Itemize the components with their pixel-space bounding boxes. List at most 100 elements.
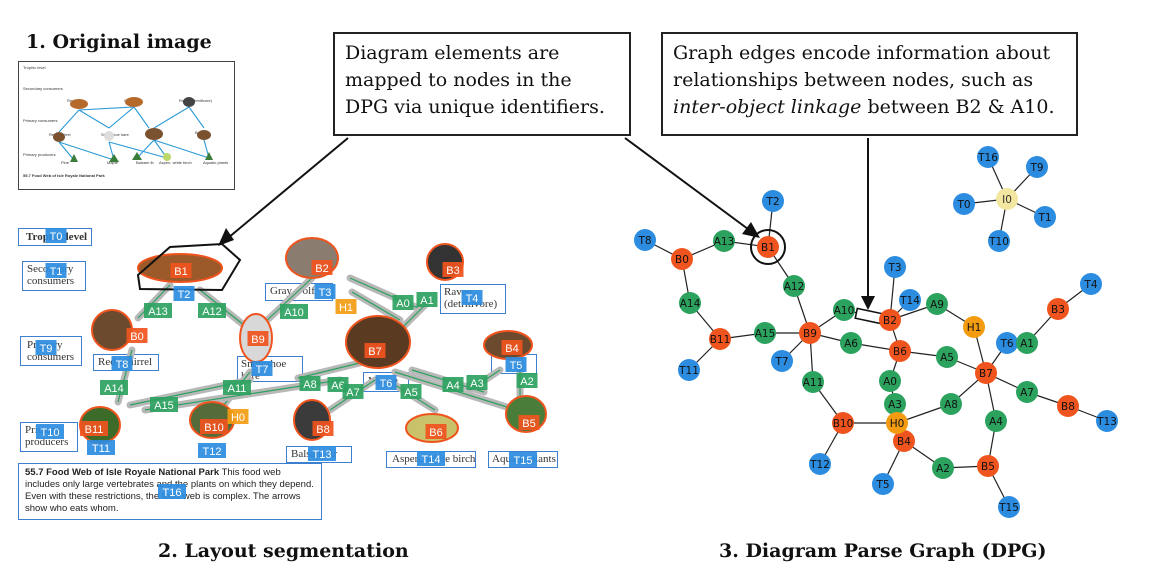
dpg-node-label: A1 xyxy=(1020,338,1034,350)
dpg-node-i0: I0 xyxy=(996,188,1018,210)
seg-tag-label: A4 xyxy=(446,380,459,392)
seg-tag-label: B11 xyxy=(85,424,104,436)
dpg-node-label: B9 xyxy=(803,328,817,340)
seg-tag-label: A3 xyxy=(470,378,483,390)
thumb-text-6: Raven (detritivore) xyxy=(179,98,212,103)
dpg-node-b2: B2 xyxy=(879,309,901,331)
seg-tag-b8: B8 xyxy=(312,421,334,436)
seg-tag-label: T15 xyxy=(514,455,533,467)
seg-tag-label: A1 xyxy=(420,295,433,307)
dpg-node-a7: A7 xyxy=(1016,381,1038,403)
seg-tag-label: T11 xyxy=(92,443,110,455)
seg-tag-label: T16 xyxy=(163,487,182,499)
dpg-node-label: H0 xyxy=(890,418,905,430)
thumb-text-16: 55.7 Food Web of Isle Royale National Pa… xyxy=(23,173,105,178)
seg-tag-a2: A2 xyxy=(516,373,538,388)
seg-tag-label: T3 xyxy=(319,287,332,299)
seg-tag-label: T12 xyxy=(203,446,222,458)
seg-tag-a10: A10 xyxy=(280,304,308,319)
dpg-node-label: H1 xyxy=(967,322,982,334)
seg-tag-a0: A0 xyxy=(392,295,414,310)
dpg-node-b6: B6 xyxy=(889,340,911,362)
dpg-node-t14: T14 xyxy=(899,289,921,311)
seg-tag-a5: A5 xyxy=(400,384,422,399)
seg-tag-t6: T6 xyxy=(375,375,397,390)
seg-tag-b0: B0 xyxy=(126,328,148,343)
seg-tag-a12: A12 xyxy=(198,303,226,318)
dpg-node-t1: T1 xyxy=(1034,206,1056,228)
dpg-node-label: B5 xyxy=(981,461,995,473)
dpg-node-a6: A6 xyxy=(840,332,862,354)
dpg-node-t3: T3 xyxy=(884,256,906,278)
seg-tag-label: B0 xyxy=(130,331,143,343)
dpg-node-t4: T4 xyxy=(1080,273,1102,295)
seg-tag-label: B4 xyxy=(505,343,518,355)
dpg-node-label: B2 xyxy=(883,315,897,327)
seg-tag-label: A11 xyxy=(228,383,247,395)
seg-tag-t3: T3 xyxy=(314,284,336,299)
seg-tag-t10: T10 xyxy=(36,424,64,439)
dpg-node-a10: A10 xyxy=(833,299,855,321)
callout-mapping-text: Diagram elements are mapped to nodes in … xyxy=(345,42,605,118)
seg-tag-a7: A7 xyxy=(342,384,364,399)
seg-tag-label: H1 xyxy=(339,302,353,314)
seg-tag-b11: B11 xyxy=(80,421,108,436)
seg-tag-label: A0 xyxy=(396,298,409,310)
seg-tag-a11: A11 xyxy=(223,380,251,395)
dpg-node-b5: B5 xyxy=(977,455,999,477)
seg-tag-label: A12 xyxy=(202,306,222,318)
dpg-node-label: T0 xyxy=(956,199,970,211)
seg-tag-h1: H1 xyxy=(335,299,357,314)
dpg-node-label: T14 xyxy=(899,295,920,307)
dpg-node-label: T5 xyxy=(875,479,889,491)
seg-box-primary-consumers xyxy=(20,336,82,366)
dpg-node-t15: T15 xyxy=(998,496,1020,518)
heading-original-image: 1. Original image xyxy=(26,31,212,53)
dpg-node-t8: T8 xyxy=(634,229,656,251)
seg-box-snowshoe xyxy=(237,356,303,382)
seg-tag-label: A5 xyxy=(404,387,417,399)
dpg-node-label: B3 xyxy=(1051,304,1065,316)
callout-pointers xyxy=(218,137,875,310)
dpg-node-b11: B11 xyxy=(709,328,731,350)
dpg-node-label: B0 xyxy=(675,254,689,266)
thumb-text-8: Snowshoe hare xyxy=(101,132,129,137)
seg-tag-t4: T4 xyxy=(461,290,483,305)
seg-tag-label: A7 xyxy=(346,387,359,399)
seg-tag-b9: B9 xyxy=(247,331,269,346)
dpg-node-b10: B10 xyxy=(832,412,854,434)
thumb-arrows xyxy=(53,97,213,162)
dpg-node-label: T4 xyxy=(1083,279,1097,291)
seg-tag-t12: T12 xyxy=(198,443,226,458)
seg-tag-a3: A3 xyxy=(466,375,488,390)
seg-tag-label: B3 xyxy=(446,265,459,277)
seg-box-raven xyxy=(440,284,506,314)
seg-tag-label: T2 xyxy=(178,289,191,301)
seg-tag-label: B5 xyxy=(522,418,535,430)
dpg-node-t16: T16 xyxy=(977,146,999,168)
seg-tag-a4: A4 xyxy=(442,377,464,392)
dpg-node-label: B1 xyxy=(761,242,775,254)
seg-tag-label: A8 xyxy=(303,379,316,391)
dpg-node-label: T12 xyxy=(809,459,830,471)
dpg-node-a14: A14 xyxy=(679,292,701,314)
seg-tag-t2: T2 xyxy=(173,286,195,301)
seg-arrow-outline xyxy=(351,291,401,321)
dpg-node-label: A11 xyxy=(803,377,824,389)
seg-tag-a8: A8 xyxy=(299,376,321,391)
dpg-node-b4: B4 xyxy=(893,430,915,452)
seg-caption-title: 55.7 Food Web of Isle Royale National Pa… xyxy=(25,467,220,478)
thumb-text-3: Primary producers xyxy=(23,152,56,157)
dpg-node-label: B8 xyxy=(1061,401,1075,413)
seg-tag-label: B10 xyxy=(204,422,224,434)
dpg-node-label: A14 xyxy=(680,298,701,310)
callout-edges: Graph edges encode information about rel… xyxy=(661,32,1078,136)
dpg-node-a2: A2 xyxy=(932,457,954,479)
seg-tag-label: T6 xyxy=(380,378,393,390)
dpg-node-b8: B8 xyxy=(1057,395,1079,417)
dpg-node-a0: A0 xyxy=(879,370,901,392)
seg-tag-label: B1 xyxy=(174,266,187,278)
seg-tag-label: T4 xyxy=(466,293,479,305)
heading-layout-segmentation: 2. Layout segmentation xyxy=(158,540,409,562)
pointer-head xyxy=(861,296,875,310)
